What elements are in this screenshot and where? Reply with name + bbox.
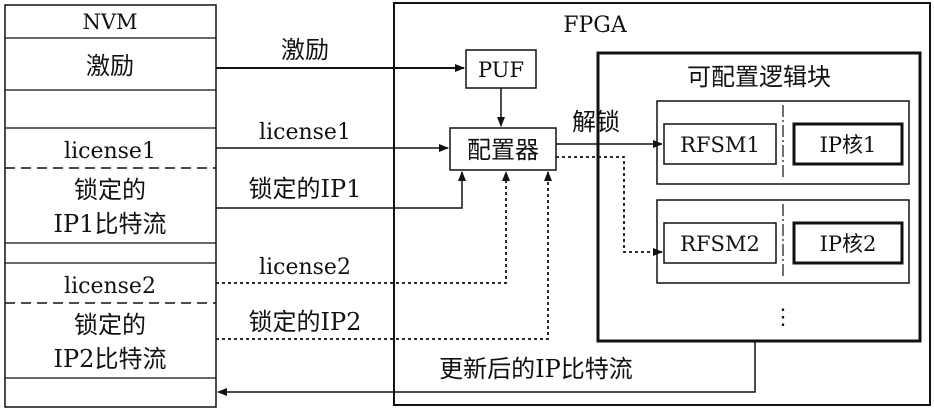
nvm-stimulus-label: 激励	[86, 52, 134, 80]
nvm-title: NVM	[82, 10, 137, 34]
logic-block-title: 可配置逻辑块	[687, 63, 831, 91]
rfsm1-box	[663, 123, 777, 165]
fpga-title: FPGA	[563, 13, 628, 38]
license1-arrow: license1	[216, 120, 449, 152]
nvm-locked-ip1-line1: 锁定的	[74, 176, 146, 204]
license2-arrow-label: license2	[259, 255, 351, 280]
fpga-border	[393, 2, 931, 406]
nvm-memory: NVM 激励 license1 锁定的 IP1比特流 license2 锁定的 …	[4, 4, 217, 408]
ip-core2-label: IP核2	[820, 232, 877, 256]
nvm-license1-label: license1	[64, 139, 156, 164]
unlock-rfsm2-arrow	[556, 156, 663, 256]
updated-bitstream-arrow-label: 更新后的IP比特流	[439, 355, 633, 383]
unlock-arrow: 解锁	[556, 108, 663, 148]
license2-arrow-line	[216, 171, 510, 284]
puf-box	[465, 49, 537, 89]
configurator-box	[449, 127, 557, 171]
stimulus-arrow: 激励	[216, 36, 465, 72]
configurable-logic-block: 可配置逻辑块 RFSM1 IP核1 RFSM2 IP核2 ⋮	[596, 51, 922, 343]
configurator-block: 配置器	[449, 127, 557, 171]
locked-ip2-arrow: 锁定的IP2	[216, 171, 552, 340]
rfsm1-label: RFSM1	[680, 133, 760, 157]
ip-core1-label: IP核1	[820, 133, 877, 157]
logic-unit-2	[656, 199, 910, 284]
rfsm2-label: RFSM2	[680, 232, 760, 256]
more-units-ellipsis: ⋮	[772, 305, 794, 330]
nvm-locked-ip1-line2: IP1比特流	[54, 210, 167, 238]
rfsm2-box	[663, 222, 777, 264]
license1-arrow-label: license1	[259, 120, 351, 145]
ip-core1-box	[792, 122, 904, 166]
configurator-label: 配置器	[467, 136, 539, 164]
puf-label: PUF	[478, 58, 524, 82]
nvm-locked-ip2-line1: 锁定的	[74, 311, 146, 339]
locked-ip2-arrow-line	[216, 171, 552, 340]
updated-bitstream-arrow-line	[217, 341, 756, 396]
updated-bitstream-arrow: 更新后的IP比特流	[217, 341, 756, 396]
locked-ip2-arrow-label: 锁定的IP2	[249, 308, 362, 336]
ip-core2-box	[792, 221, 904, 265]
puf-block: PUF	[465, 49, 537, 89]
locked-ip1-arrow-label: 锁定的IP1	[249, 175, 362, 203]
nvm-locked-ip2-line2: IP2比特流	[54, 345, 167, 373]
locked-ip1-arrow-line	[216, 171, 466, 209]
fpga-block: FPGA	[393, 2, 931, 406]
locked-ip1-arrow: 锁定的IP1	[216, 171, 466, 209]
nvm-license2-label: license2	[64, 274, 156, 299]
logic-block-border	[596, 51, 922, 343]
license2-arrow: license2	[216, 171, 510, 284]
nvm-border	[4, 4, 217, 408]
unlock-arrow-label: 解锁	[572, 108, 620, 136]
stimulus-arrow-label: 激励	[281, 36, 329, 64]
